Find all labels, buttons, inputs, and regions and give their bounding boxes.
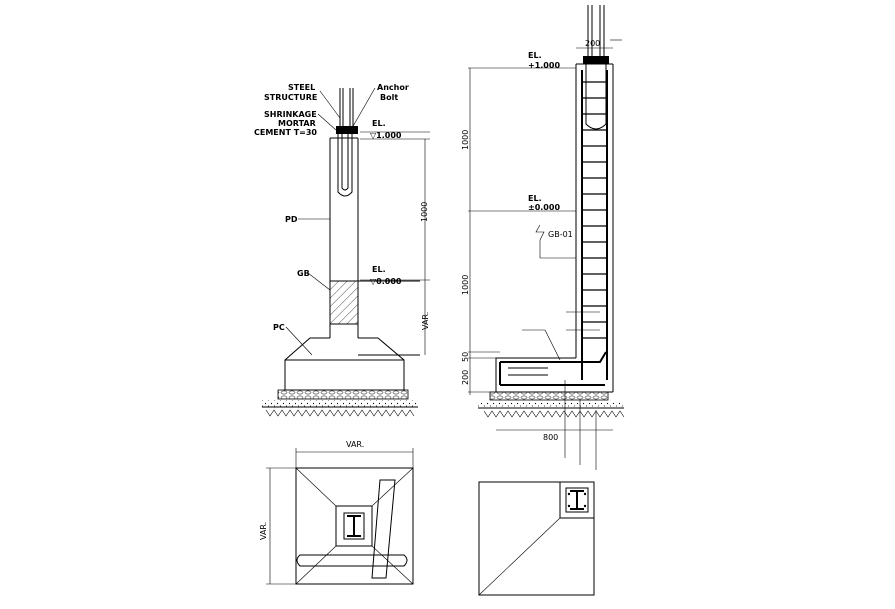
anchor-bolts bbox=[336, 126, 358, 197]
dim-800: 800 bbox=[543, 433, 558, 442]
right-el-mid-label: EL. bbox=[528, 194, 542, 203]
stirrups bbox=[582, 81, 607, 339]
anchor-bolt-right bbox=[585, 64, 607, 130]
plan-footing-outline bbox=[295, 467, 414, 585]
plan-pedestal-outline bbox=[335, 505, 373, 547]
footing bbox=[284, 337, 405, 391]
dim-1000-lower: 1000 bbox=[461, 275, 470, 295]
el-top-value: ▽1.000 bbox=[370, 131, 402, 140]
shrinkage-label-2: MORTAR bbox=[278, 119, 316, 128]
steel-structure-label-2: STRUCTURE bbox=[264, 93, 317, 102]
dim-1000-left: 1000 bbox=[420, 202, 429, 222]
steel-structure-label-1: STEEL bbox=[288, 83, 315, 92]
shrinkage-label-3: CEMENT T=30 bbox=[254, 128, 317, 137]
el-top-label: EL. bbox=[372, 119, 386, 128]
pc-label: PC bbox=[273, 323, 285, 332]
plan-right-outline bbox=[478, 481, 595, 596]
left-plan: VAR. VAR. bbox=[259, 440, 414, 585]
pd-label: PD bbox=[285, 215, 298, 224]
dim-var-left: VAR. bbox=[421, 312, 430, 330]
plan-i-beam bbox=[343, 512, 365, 540]
base-plate-right bbox=[583, 56, 609, 64]
plan-right-pedestal bbox=[559, 481, 595, 519]
soil bbox=[262, 400, 418, 417]
ground-beam-section bbox=[329, 280, 359, 325]
footing-right bbox=[495, 351, 613, 393]
lean-concrete-right bbox=[489, 391, 609, 401]
right-section: 200 EL. +1.000 1000 EL. ±0.000 GB-01 100… bbox=[461, 5, 625, 470]
right-el-mid-value: ±0.000 bbox=[528, 203, 560, 212]
dim-1000-upper: 1000 bbox=[461, 130, 470, 150]
anchor-bolt-label-1: Anchor bbox=[377, 83, 409, 92]
el-mid-value: ▽0.000 bbox=[370, 277, 402, 286]
plan-right-i-beam bbox=[565, 487, 589, 513]
dim-200-top: 200 bbox=[585, 39, 600, 48]
soil-right bbox=[478, 401, 625, 418]
right-el-top-label: EL. bbox=[528, 51, 542, 60]
shrinkage-label-1: SHRINKAGE bbox=[264, 110, 317, 119]
plan-ground-beam-h bbox=[296, 554, 408, 567]
plan-dim-var-side: VAR. bbox=[259, 522, 268, 540]
dim-50: 50 bbox=[461, 352, 470, 362]
dim-200: 200 bbox=[461, 370, 470, 385]
steel-column-right bbox=[587, 5, 605, 62]
steel-column bbox=[339, 88, 354, 132]
right-plan bbox=[478, 481, 595, 596]
gb-label: GB bbox=[297, 269, 310, 278]
anchor-bolt-label-2: Bolt bbox=[380, 93, 398, 102]
left-section: STEEL STRUCTURE Anchor Bolt SHRINKAGE MO… bbox=[254, 83, 430, 417]
gb-01-tag: GB-01 bbox=[548, 230, 573, 239]
plan-dim-var-top: VAR. bbox=[346, 440, 364, 449]
plan-ground-beam-v bbox=[371, 479, 396, 579]
right-el-top-value: +1.000 bbox=[528, 61, 560, 70]
lean-concrete bbox=[277, 389, 409, 400]
el-mid-label: EL. bbox=[372, 265, 386, 274]
